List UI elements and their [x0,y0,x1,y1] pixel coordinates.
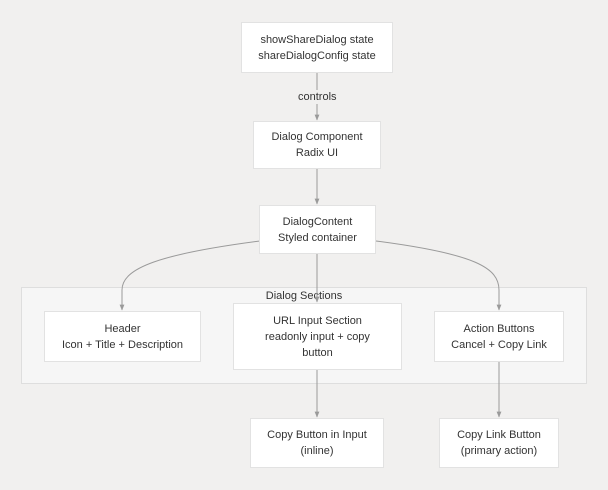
node-dialog-line2: Radix UI [295,147,339,159]
edge-label-controls: controls [296,90,339,104]
node-copy-input-line1: Copy Button in Input [267,429,367,441]
node-url-line2: readonly input + copy [265,330,370,343]
node-dialog-line1: Dialog Component [271,131,363,143]
cluster-label: Dialog Sections [265,290,343,302]
node-state-line1: showShareDialog state [260,33,374,46]
node-copy-input-line2: (inline) [300,445,334,457]
node-state: showShareDialog state shareDialogConfig … [241,22,393,73]
node-content-line2: Styled container [278,231,357,244]
node-copy-link-line2: (primary action) [460,445,538,457]
node-url-line1: URL Input Section [273,314,362,327]
node-dialog-component: Dialog Component Radix UI [253,121,381,169]
node-action-line1: Action Buttons [463,322,535,335]
node-url-line3: button [302,346,333,359]
node-dialog-content: DialogContent Styled container [259,205,376,254]
node-copy-link-line1: Copy Link Button [457,429,541,441]
node-state-line2: shareDialogConfig state [258,49,376,62]
node-content-line1: DialogContent [282,215,353,228]
node-copy-link-button: Copy Link Button (primary action) [439,418,559,468]
node-action-buttons: Action Buttons Cancel + Copy Link [434,311,564,362]
node-header: Header Icon + Title + Description [44,311,201,362]
node-action-line2: Cancel + Copy Link [451,338,547,351]
node-url-input-section: URL Input Section readonly input + copy … [233,303,402,370]
node-copy-button-in-input: Copy Button in Input (inline) [250,418,384,468]
node-header-line2: Icon + Title + Description [61,338,184,351]
node-header-line1: Header [104,322,141,335]
